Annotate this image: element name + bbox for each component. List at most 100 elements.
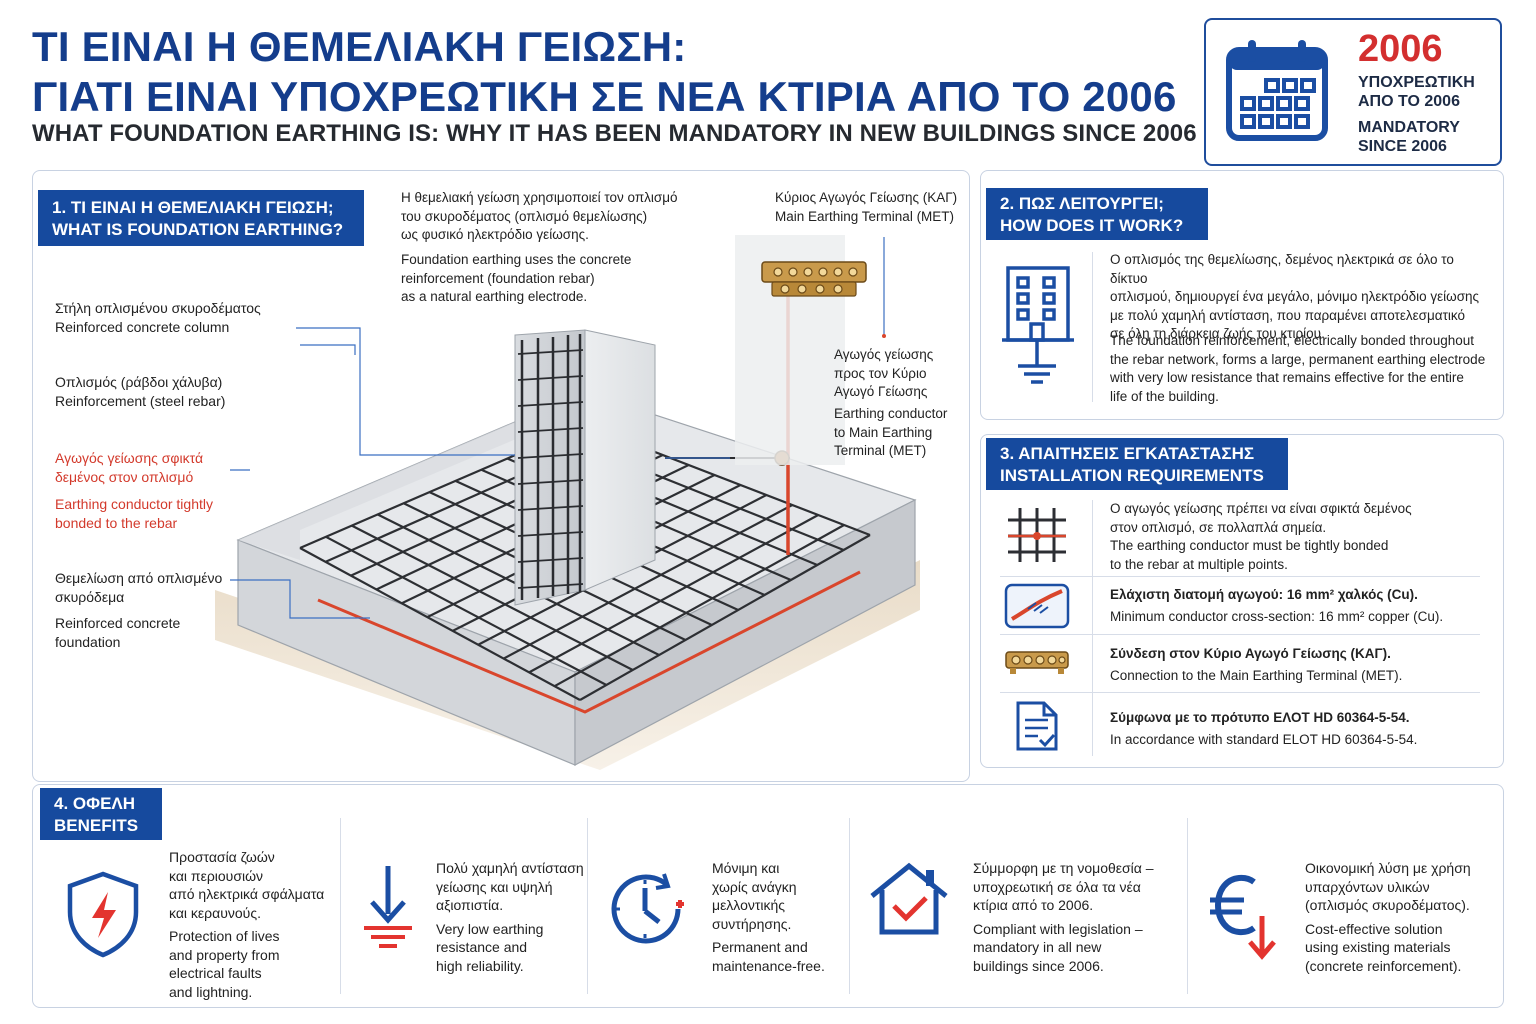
foundation-diagram	[215, 235, 920, 770]
foundation-label-english-line-2: foundation	[55, 634, 121, 650]
earth-conductor-english-line-1: Earthing conductor	[834, 406, 948, 421]
terminal-bar-icon	[1005, 651, 1069, 674]
conductor-label-greek-line-1: Αγωγός γείωσης σφικτά	[55, 450, 204, 466]
section-2-english-line-3: with very low resistance that remains ef…	[1110, 370, 1464, 385]
title-line-2: ΓΙΑΤΙ ΕΙΝΑΙ ΥΠΟΧΡΕΩΤΙΚΗ ΣΕ ΝΕΑ ΚΤΙΡΙΑ ΑΠ…	[32, 73, 1177, 120]
leader-lines	[230, 237, 885, 619]
column-left-face	[514, 329, 586, 606]
badge-english-line-1: MANDATORY	[1358, 119, 1460, 136]
benefit-5-english-line-2: using existing materials	[1305, 939, 1451, 955]
benefit-5-english-line-1: Cost-effective solution	[1305, 920, 1443, 937]
column-label: Στήλη οπλισμένου σκυροδέματος Reinforced…	[55, 299, 261, 337]
benefit-divider-4	[1187, 818, 1188, 994]
benefit-5-greek-line-1: Οικονομική λύση με χρήση	[1305, 860, 1471, 876]
met-terminal-bar	[761, 261, 867, 297]
benefit-divider-2	[587, 818, 588, 994]
benefit-1-english-line-3: electrical faults	[169, 965, 262, 981]
slab-rim-left	[238, 392, 585, 560]
rebar-bar	[554, 524, 845, 688]
badge-english-text: MANDATORY SINCE 2006	[1358, 118, 1460, 156]
met-label: Κύριος Αγωγός Γείωσης (ΚΑΓ) Main Earthin…	[775, 189, 957, 226]
badge-year: 2006	[1358, 28, 1443, 70]
benefit-2-english-line-1: Very low earthing	[436, 920, 544, 937]
section-4-header-line-2: BENEFITS	[54, 816, 139, 835]
benefit-2-english-line-2: resistance and	[436, 939, 528, 955]
badge-greek-text: ΥΠΟΧΡΕΩΤΙΚΗ ΑΠΟ ΤΟ 2006	[1358, 73, 1475, 111]
benefit-5-greek-line-2: υπαρχόντων υλικών	[1305, 878, 1430, 895]
earth-conductor-greek-line-3: Αγωγό Γείωσης	[834, 384, 928, 399]
foundation-earthing-conductor	[317, 570, 861, 714]
section-3-divider	[1092, 500, 1093, 756]
benefit-divider-3	[849, 818, 850, 994]
benefit-1-greek-line-3: από ηλεκτρικά σφάλματα	[169, 886, 325, 902]
intro-greek: Η θεμελιακή γείωση χρησιμοποιεί τον οπλι…	[401, 189, 731, 245]
column-right-face	[584, 329, 656, 591]
conductor-label-english-line-2: bonded to the rebar	[55, 515, 178, 531]
house-check-icon	[870, 862, 948, 935]
section-4-header: 4. ΟΦΕΛΗ BENEFITS	[40, 788, 162, 840]
section-2-text-greek: Ο οπλισμός της θεμελίωσης, δεμένος ηλεκτ…	[1110, 251, 1490, 344]
earth-conductor-english-line-3: Terminal (MET)	[834, 443, 927, 458]
benefit-4-english-line-2: mandatory in all new	[973, 939, 1102, 955]
intro-english-line-1: Foundation earthing uses the concrete	[401, 252, 632, 267]
benefit-3: Μόνιμη και χωρίς ανάγκη μελλοντικής συντ…	[712, 859, 846, 975]
foundation-label-greek-line-1: Θεμελίωση από οπλισμένο	[55, 570, 223, 586]
section-2-header-line-1: 2. ΠΩΣ ΛΕΙΤΟΥΡΓΕΙ;	[1000, 194, 1164, 213]
req-4-english: In accordance with standard ELOT HD 6036…	[1110, 732, 1418, 747]
intro-greek-line-1: Η θεμελιακή γείωση χρησιμοποιεί τον οπλι…	[401, 190, 678, 205]
benefit-1-greek-line-4: και κεραυνούς.	[169, 904, 261, 921]
met-label-english: Main Earthing Terminal (MET)	[775, 208, 955, 224]
stirrup	[517, 349, 584, 355]
clock-icon	[611, 873, 684, 944]
section-2-header-line-2: HOW DOES IT WORK?	[1000, 216, 1184, 235]
benefit-4-english-line-3: buildings since 2006.	[973, 957, 1104, 974]
benefit-4-greek-line-1: Σύμμορφη με τη νομοθεσία –	[973, 860, 1154, 876]
req-1-english-line-1: The earthing conductor must be tightly b…	[1110, 538, 1389, 553]
section-3-panel	[980, 434, 1504, 768]
req-2-greek: Ελάχιστη διατομή αγωγού: 16 mm² χαλκός (…	[1110, 587, 1418, 602]
benefit-1-english-line-1: Protection of lives	[169, 928, 280, 944]
rebar-bar	[299, 547, 581, 701]
section-2-panel	[980, 170, 1504, 420]
column-label-english: Reinforced concrete column	[55, 319, 230, 335]
stirrup	[517, 531, 584, 537]
benefit-3-greek-line-2: χωρίς ανάγκη	[712, 878, 797, 895]
req-3-greek: Σύνδεση στον Κύριο Αγωγό Γείωσης (ΚΑΓ).	[1110, 646, 1391, 661]
section-2-greek-line-3: με πολύ χαμηλή αντίσταση, που παραμένει …	[1110, 307, 1466, 323]
benefit-1: Προστασία ζωών και περιουσιών από ηλεκτρ…	[169, 848, 334, 1001]
foundation-label-english: Reinforced concrete foundation	[55, 614, 180, 652]
stirrup	[517, 557, 584, 563]
section-1-panel	[32, 170, 970, 782]
benefit-5-english-line-3: (concrete reinforcement).	[1305, 957, 1462, 974]
rebar-bar	[579, 534, 871, 701]
column-stirrups	[517, 349, 584, 589]
building-ground-icon	[1002, 266, 1074, 384]
benefit-3-english-line-2: maintenance-free.	[712, 957, 825, 974]
stirrup	[517, 505, 584, 511]
stirrup	[517, 427, 584, 433]
req-separator-2	[1000, 634, 1480, 635]
benefit-divider-1	[340, 818, 341, 994]
req-1-greek-line-1: Ο αγωγός γείωσης πρέπει να είναι σφικτά …	[1110, 501, 1412, 516]
req-1-english-line-2: to the rebar at multiple points.	[1110, 556, 1288, 572]
badge-greek-line-1: ΥΠΟΧΡΕΩΤΙΚΗ	[1358, 74, 1475, 91]
rebar-label-english: Reinforcement (steel rebar)	[55, 393, 226, 409]
earth-conductor-greek-line-2: προς τον Κύριο	[834, 365, 927, 381]
section-1-header-line-1: 1. ΤΙ ΕΙΝΑΙ Η ΘΕΜΕΛΙΑΚΗ ΓΕΙΩΣΗ;	[52, 198, 334, 217]
benefit-2-greek-line-3: αξιοπιστία.	[436, 897, 504, 913]
benefit-3-english-line-1: Permanent and	[712, 939, 808, 955]
rebar-bar	[528, 514, 819, 674]
section-3-header-line-2: INSTALLATION REQUIREMENTS	[1000, 466, 1264, 485]
req-item-2: Ελάχιστη διατομή αγωγού: 16 mm² χαλκός (…	[1110, 584, 1490, 628]
conductor-label-english: Earthing conductor tightly bonded to the…	[55, 495, 213, 533]
benefit-3-greek-line-1: Μόνιμη και	[712, 860, 780, 876]
foundation-label-english-line-1: Reinforced concrete	[55, 615, 181, 631]
section-4-panel	[32, 784, 1504, 1008]
req-3-english: Connection to the Main Earthing Terminal…	[1110, 668, 1403, 683]
slab-front-right	[574, 499, 916, 766]
rebar-label-greek: Οπλισμός (ράβδοι χάλυβα)	[55, 374, 223, 390]
conductor-label-english-line-1: Earthing conductor tightly	[55, 496, 213, 512]
req-1-greek-line-2: στον οπλισμό, σε πολλαπλά σημεία.	[1110, 519, 1327, 535]
rebar-label: Οπλισμός (ράβδοι χάλυβα) Reinforcement (…	[55, 373, 225, 411]
conductor-label-greek-line-2: δεμένος στον οπλισμό	[55, 469, 194, 485]
